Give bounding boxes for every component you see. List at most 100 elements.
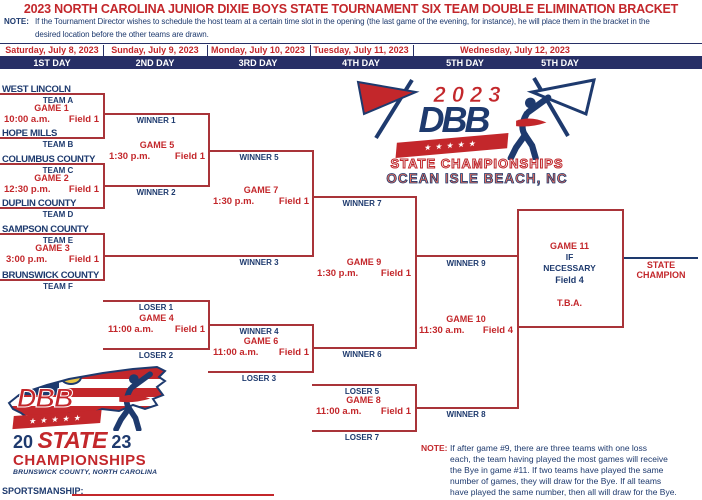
game-7-time: 1:30 p.m. bbox=[213, 196, 255, 207]
game-6-field: Field 1 bbox=[278, 347, 309, 358]
slot-loser-3: LOSER 3 bbox=[241, 374, 277, 383]
day-5th-b: 5TH DAY bbox=[541, 58, 579, 68]
bottom-note-line-3: the Bye in game #11. If two teams have p… bbox=[450, 465, 664, 475]
corner-logo-state: STATE bbox=[37, 427, 107, 453]
game-1-field: Field 1 bbox=[68, 114, 99, 125]
game-5-label: GAME 5 bbox=[139, 140, 175, 150]
game-6-info: GAME 6 11:00 a.m.Field 1 bbox=[213, 335, 309, 359]
date-separator bbox=[207, 45, 208, 56]
slot-winner-7: WINNER 7 bbox=[342, 199, 382, 208]
bracket-line-team-d bbox=[0, 207, 103, 209]
bracket-line-loser-1 bbox=[103, 300, 210, 302]
bottom-note-line-5: have played the same number, then all wi… bbox=[450, 487, 677, 497]
bracket-vline-game-3 bbox=[103, 233, 105, 281]
game-11-cond-1: IF bbox=[565, 252, 574, 262]
game-5-time: 1:30 p.m. bbox=[109, 151, 151, 162]
bracket-line-winner-8 bbox=[415, 407, 519, 409]
corner-logo-dbb: DBB bbox=[17, 383, 74, 414]
bottom-note-line-1: If after game #9, there are three teams … bbox=[450, 443, 648, 453]
slot-winner-3: WINNER 3 bbox=[239, 258, 279, 267]
corner-logo-year-row: 20 STATE 23 bbox=[13, 427, 131, 454]
bracket-line-team-f bbox=[0, 279, 103, 281]
top-note-line-1: If the Tournament Director wishes to sch… bbox=[35, 17, 650, 26]
slot-loser-5: LOSER 5 bbox=[344, 387, 380, 396]
game-2-field: Field 1 bbox=[68, 184, 99, 195]
slot-winner-6: WINNER 6 bbox=[342, 350, 382, 359]
game-3-label: GAME 3 bbox=[35, 243, 70, 253]
right-flag-icon bbox=[526, 76, 596, 138]
game-10-time: 11:30 a.m. bbox=[419, 325, 465, 336]
slot-team-b: TEAM B bbox=[42, 140, 74, 149]
bracket-vline-game-1 bbox=[103, 93, 105, 139]
game-2-time: 12:30 p.m. bbox=[4, 184, 51, 195]
sportsmanship-fill-line bbox=[72, 494, 274, 496]
center-logo-year: 2023 bbox=[433, 82, 507, 108]
bracket-line-team-e bbox=[0, 233, 103, 235]
bracket-line-winner-1 bbox=[103, 113, 210, 115]
game-10-field: Field 4 bbox=[482, 325, 513, 336]
corner-logo-championships: CHAMPIONSHIPS bbox=[13, 452, 147, 469]
game-11-cond-2: NECESSARY bbox=[543, 263, 596, 273]
corner-logo-year-right: 23 bbox=[111, 432, 132, 452]
corner-logo-year-left: 20 bbox=[13, 432, 34, 452]
date-monday: Monday, July 10, 2023 bbox=[211, 45, 305, 55]
date-sunday: Sunday, July 9, 2023 bbox=[111, 45, 199, 55]
bracket-vline-game-7 bbox=[312, 150, 314, 257]
game-2-info: GAME 2 12:30 p.m.Field 1 bbox=[4, 172, 99, 196]
slot-loser-1: LOSER 1 bbox=[138, 303, 174, 312]
bracket-line-team-a bbox=[0, 93, 103, 95]
date-separator bbox=[413, 45, 414, 56]
dbb-corner-logo: DBB ★★★★★ 20 STATE 23 CHAMPIONSHIPS BRUN… bbox=[5, 363, 185, 481]
sportsmanship-label: SPORTSMANSHIP: bbox=[2, 486, 84, 496]
team-name-columbus-county: COLUMBUS COUNTY bbox=[2, 154, 96, 165]
game-7-label: GAME 7 bbox=[243, 185, 279, 195]
game-11-info: GAME 11 IF NECESSARY Field 4 T.B.A. bbox=[519, 240, 620, 309]
game-1-label: GAME 1 bbox=[34, 103, 69, 113]
bracket-line-winner-6 bbox=[312, 347, 417, 349]
game-7-info: GAME 7 1:30 p.m.Field 1 bbox=[213, 184, 309, 208]
game-4-time: 11:00 a.m. bbox=[108, 324, 154, 335]
game-6-time: 11:00 a.m. bbox=[213, 347, 259, 358]
game-4-label: GAME 4 bbox=[139, 313, 174, 323]
game-3-time: 3:00 p.m. bbox=[6, 254, 48, 265]
game-11-tba: T.B.A. bbox=[556, 298, 582, 308]
slot-team-c: TEAM C bbox=[42, 166, 74, 175]
game-8-field: Field 1 bbox=[380, 406, 411, 417]
date-saturday: Saturday, July 8, 2023 bbox=[5, 45, 99, 55]
game-5-field: Field 1 bbox=[174, 151, 205, 162]
center-logo-dbb: DBB bbox=[418, 99, 491, 140]
game-10-info: GAME 10 11:30 a.m.Field 4 bbox=[419, 313, 513, 337]
bracket-line-loser-3 bbox=[208, 371, 314, 373]
game-4-field: Field 1 bbox=[174, 324, 205, 335]
slot-winner-4: WINNER 4 bbox=[239, 327, 279, 336]
state-champion-line-1: STATE bbox=[646, 260, 676, 270]
day-2nd: 2ND DAY bbox=[135, 58, 175, 68]
slot-team-a: TEAM A bbox=[42, 96, 74, 105]
bracket-vline-game-4 bbox=[208, 300, 210, 350]
day-header-bar bbox=[0, 56, 702, 69]
bracket-line-loser-2 bbox=[103, 348, 210, 350]
team-name-west-lincoln: WEST LINCOLN bbox=[2, 84, 71, 95]
slot-team-f: TEAM F bbox=[43, 282, 73, 291]
day-4th: 4TH DAY bbox=[342, 58, 380, 68]
date-separator bbox=[310, 45, 311, 56]
game-4-info: GAME 4 11:00 a.m. Field 1 bbox=[108, 312, 205, 336]
slot-loser-7: LOSER 7 bbox=[344, 433, 380, 442]
bracket-line-team-c bbox=[0, 163, 103, 165]
game-11-label: GAME 11 bbox=[549, 241, 589, 251]
slot-winner-8: WINNER 8 bbox=[446, 410, 486, 419]
header-divider bbox=[0, 43, 702, 44]
slot-winner-5: WINNER 5 bbox=[239, 153, 279, 162]
day-1st: 1ST DAY bbox=[33, 58, 71, 68]
batter-silhouette-icon bbox=[113, 371, 153, 431]
date-separator bbox=[103, 45, 104, 56]
bracket-line-winner-2 bbox=[103, 185, 210, 187]
bottom-note-text: If after game #9, there are three teams … bbox=[450, 443, 677, 498]
game-1-info: GAME 1 10:00 a.m.Field 1 bbox=[4, 102, 99, 126]
slot-winner-2: WINNER 2 bbox=[136, 188, 176, 197]
top-note-label: NOTE: bbox=[4, 17, 29, 26]
game-8-info: GAME 8 11:00 a.m.Field 1 bbox=[316, 394, 411, 418]
game-5-info: GAME 5 1:30 p.m. Field 1 bbox=[109, 139, 205, 163]
bracket-line-team-b bbox=[0, 137, 103, 139]
